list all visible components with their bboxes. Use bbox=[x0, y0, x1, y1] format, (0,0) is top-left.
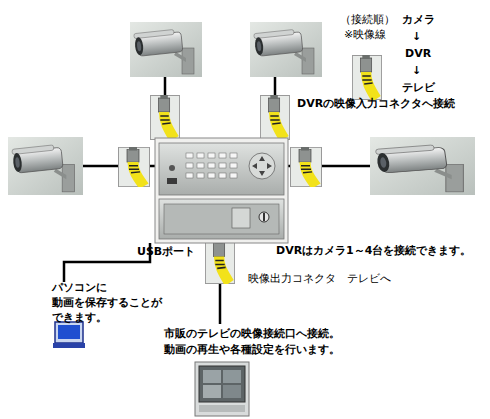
note-label: ※映像線 bbox=[344, 27, 386, 42]
computer-icon bbox=[53, 322, 85, 348]
order-label: テレビ bbox=[402, 80, 435, 95]
order-label: DVR bbox=[405, 46, 431, 61]
video-plug bbox=[291, 147, 322, 187]
dvr-image bbox=[155, 138, 288, 243]
callout-text: 映像出力コネクタ テレビへ bbox=[248, 271, 391, 286]
callout-text: DVRの映像入力コネクタへ接続 bbox=[297, 96, 455, 111]
video-plug bbox=[205, 240, 234, 284]
wire bbox=[64, 77, 370, 324]
camera-image bbox=[8, 137, 83, 195]
camera-image bbox=[370, 137, 475, 195]
video-plug bbox=[352, 55, 381, 100]
camera-image bbox=[250, 22, 322, 77]
note-label: （接続順） bbox=[340, 12, 395, 27]
callout-text: 市販のテレビの映像接続口へ接続。 動画の再生や各種設定を行います。 bbox=[164, 326, 369, 358]
video-plug bbox=[119, 147, 150, 187]
callout-text: DVRはカメラ1～4台を接続できます。 bbox=[276, 243, 471, 258]
order-arrow: ↓ bbox=[412, 63, 421, 78]
callout-text: パソコンに 動画を保存することが できます。 bbox=[52, 280, 170, 325]
camera-image bbox=[130, 22, 202, 77]
tv-image bbox=[195, 362, 249, 416]
order-arrow: ↓ bbox=[412, 29, 421, 44]
video-plug bbox=[150, 95, 179, 140]
port-label: USBポート bbox=[137, 244, 195, 259]
order-label: カメラ bbox=[402, 12, 435, 27]
video-plug bbox=[260, 95, 289, 140]
